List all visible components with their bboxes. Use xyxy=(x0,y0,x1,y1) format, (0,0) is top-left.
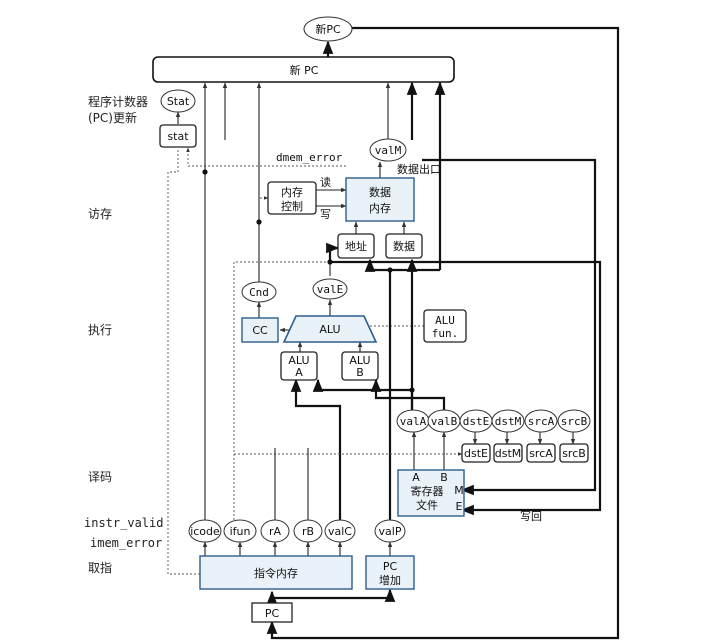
instruction-memory-label: 指令内存 xyxy=(254,566,298,580)
stage-label-execute: 执行 xyxy=(88,323,112,337)
cnd-oval xyxy=(241,281,277,303)
icode-oval xyxy=(188,519,222,543)
alu-a-box xyxy=(280,351,318,381)
vale-label: valE xyxy=(317,283,344,296)
ifun-oval xyxy=(223,519,257,543)
cc-label: CC xyxy=(252,324,268,337)
stat-box xyxy=(159,124,197,148)
srca-oval xyxy=(524,409,558,433)
register-file-label-2: 文件 xyxy=(416,498,438,512)
cnd-label: Cnd xyxy=(249,286,269,299)
register-file-port-m: M xyxy=(454,484,464,497)
valb-label: valB xyxy=(431,415,458,428)
pc-increment-box xyxy=(365,555,415,590)
data-box xyxy=(385,233,423,259)
rb-oval xyxy=(293,519,323,543)
data-memory-label-2: 内存 xyxy=(369,201,391,215)
alu-shape xyxy=(282,315,378,343)
dste-box-label: dstE xyxy=(464,447,488,460)
address-box xyxy=(337,233,375,259)
register-file-box xyxy=(397,469,465,517)
alu-a-label-1: ALU xyxy=(288,354,309,367)
stage-label-fetch: 取指 xyxy=(88,560,112,575)
new-pc-oval-label: 新PC xyxy=(315,22,341,36)
new-pc-bar-label: 新 PC xyxy=(290,63,319,77)
pc-register-box xyxy=(251,602,293,623)
stat-box-label: stat xyxy=(167,130,189,143)
pc-increment-label-2: 增加 xyxy=(379,573,401,587)
valp-oval xyxy=(374,519,406,543)
new-pc-bar xyxy=(152,56,455,83)
register-file-label-1: 寄存器 xyxy=(411,484,444,498)
data-memory-box xyxy=(345,177,415,222)
cc-box xyxy=(241,317,279,343)
stat-oval xyxy=(160,89,196,113)
data-label: 数据 xyxy=(393,239,415,253)
stage-label-pc-update-2: (PC)更新 xyxy=(88,110,137,125)
srcb-oval xyxy=(557,409,591,433)
ra-label: rA xyxy=(269,525,282,538)
srca-box-label: srcA xyxy=(529,447,553,460)
vala-label: valA xyxy=(400,415,427,428)
srcb-oval-label: srcB xyxy=(561,415,588,428)
pc-increment-label-1: PC xyxy=(383,560,398,573)
icode-label: icode xyxy=(190,525,220,538)
memory-control-label-1: 内存 xyxy=(281,185,303,199)
stage-label-memory: 访存 xyxy=(88,207,112,221)
memory-control-label-2: 控制 xyxy=(281,199,303,213)
srca-oval-label: srcA xyxy=(528,415,555,428)
signal-imem-error: imem_error xyxy=(90,536,162,550)
srca-box xyxy=(526,443,556,463)
dste-oval-label: dstE xyxy=(463,415,490,428)
vale-oval xyxy=(312,278,348,300)
signal-dmem-error: dmem_error xyxy=(276,151,343,164)
stat-oval-label: Stat xyxy=(167,95,190,108)
dstm-box-label: dstM xyxy=(495,447,522,460)
ra-oval xyxy=(260,519,290,543)
alu-fun-box xyxy=(423,309,467,343)
memory-control-box xyxy=(267,181,317,215)
rb-label: rB xyxy=(302,525,314,538)
register-file-port-e: E xyxy=(456,500,463,513)
valm-oval xyxy=(369,138,407,162)
alu-b-box xyxy=(341,351,379,381)
signal-write-back: 写回 xyxy=(520,510,542,523)
alu-b-label-2: B xyxy=(356,366,364,379)
register-file-port-b: B xyxy=(440,471,448,484)
valp-label: valP xyxy=(379,525,402,538)
ifun-label: ifun xyxy=(230,525,251,538)
valm-label: valM xyxy=(375,144,402,157)
wires xyxy=(167,26,620,640)
alu-fun-label-1: ALU xyxy=(435,314,455,327)
alu-a-label-2: A xyxy=(295,366,303,379)
valc-label: valC xyxy=(328,525,352,538)
signal-write: 写 xyxy=(320,208,331,221)
dste-box xyxy=(461,443,491,463)
signal-instr-valid: instr_valid xyxy=(84,516,163,530)
valc-oval xyxy=(324,519,356,543)
address-label: 地址 xyxy=(345,239,367,253)
alu-label: ALU xyxy=(319,323,340,336)
alu-b-label-1: ALU xyxy=(349,354,370,367)
data-memory-label-1: 数据 xyxy=(369,185,391,199)
new-pc-oval xyxy=(303,16,353,42)
srcb-box-label: srcB xyxy=(562,447,586,460)
alu-fun-label-2: fun. xyxy=(432,327,459,340)
dstm-oval xyxy=(491,409,525,433)
dstm-box xyxy=(493,443,523,463)
stage-label-pc-update: 程序计数器 xyxy=(88,94,148,109)
signal-data-out: 数据出口 xyxy=(397,162,441,176)
signal-read: 读 xyxy=(320,175,331,189)
stage-label-decode: 译码 xyxy=(88,470,112,484)
pc-register-label: PC xyxy=(265,607,280,620)
srcb-box xyxy=(559,443,589,463)
instruction-memory-box xyxy=(199,555,353,590)
register-file-port-a: A xyxy=(412,471,420,484)
dstm-oval-label: dstM xyxy=(495,415,522,428)
